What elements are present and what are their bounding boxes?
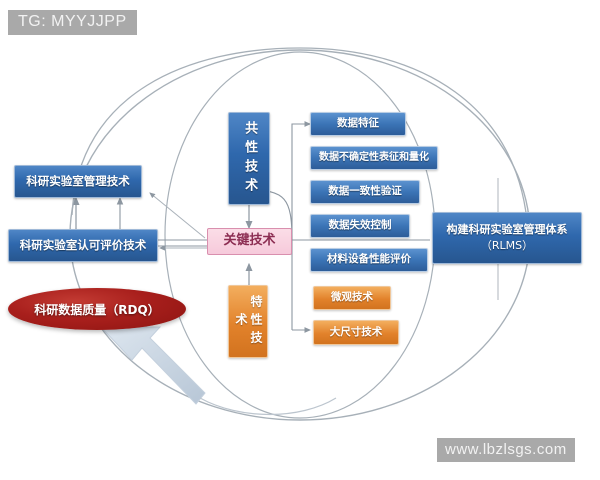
- node-key-tech-label: 关键技术: [223, 233, 276, 249]
- node-lab-accreditation-tech-label: 科研实验室认可评价技术: [19, 238, 147, 253]
- node-char-output-0[interactable]: 微观技术: [313, 286, 391, 310]
- node-output-0-label: 数据特征: [337, 117, 379, 130]
- node-lab-accreditation-tech[interactable]: 科研实验室认可评价技术: [8, 229, 158, 262]
- node-output-4-label: 材料设备性能评价: [327, 253, 411, 266]
- node-char-output-0-label: 微观技术: [331, 291, 373, 304]
- line-spine-to-feature-box: [291, 121, 312, 240]
- node-output-4[interactable]: 材料设备性能评价: [310, 248, 428, 272]
- tg-watermark-text: TG: MYYJJPP: [18, 13, 127, 30]
- node-key-tech[interactable]: 关键技术: [207, 228, 292, 255]
- node-output-2[interactable]: 数据一致性验证: [310, 180, 420, 204]
- site-watermark-text: www.lbzlsgs.com: [445, 441, 567, 458]
- node-output-0[interactable]: 数据特征: [310, 112, 406, 136]
- big-arrow-tail-curve: [199, 397, 337, 416]
- site-watermark-tag: www.lbzlsgs.com: [437, 438, 575, 462]
- node-rlms[interactable]: 构建科研实验室管理体系 （RLMS）: [432, 212, 582, 264]
- node-output-2-label: 数据一致性验证: [328, 185, 402, 198]
- tg-watermark-tag: TG: MYYJJPP: [8, 10, 137, 35]
- rdq-label: 科研数据质量（RDQ）: [34, 302, 160, 317]
- node-lab-management-tech[interactable]: 科研实验室管理技术: [14, 165, 142, 198]
- node-common-tech[interactable]: 共性技术: [228, 112, 270, 205]
- node-lab-management-tech-label: 科研实验室管理技术: [26, 174, 130, 189]
- node-output-3-label: 数据失效控制: [328, 219, 392, 232]
- rdq-ellipse[interactable]: 科研数据质量（RDQ）: [8, 288, 186, 330]
- node-rlms-label-line2: （RLMS）: [480, 239, 534, 252]
- node-output-1[interactable]: 数据不确定性表征和量化: [310, 146, 438, 170]
- node-output-3[interactable]: 数据失效控制: [310, 214, 410, 238]
- line-diag-to-mgmt: [149, 192, 206, 239]
- big-arrow-to-rdq: [99, 326, 206, 405]
- node-common-tech-label: 共性技术: [242, 120, 258, 197]
- node-char-output-1[interactable]: 大尺寸技术: [313, 320, 399, 345]
- node-rlms-label-line1: 构建科研实验室管理体系: [446, 223, 568, 237]
- node-characteristic-tech-label: 特性技术: [234, 294, 263, 349]
- arc-top-sweep: [71, 47, 529, 233]
- node-char-output-1-label: 大尺寸技术: [329, 325, 383, 338]
- node-output-1-label: 数据不确定性表征和量化: [319, 151, 429, 163]
- node-characteristic-tech[interactable]: 特性技术: [228, 285, 268, 358]
